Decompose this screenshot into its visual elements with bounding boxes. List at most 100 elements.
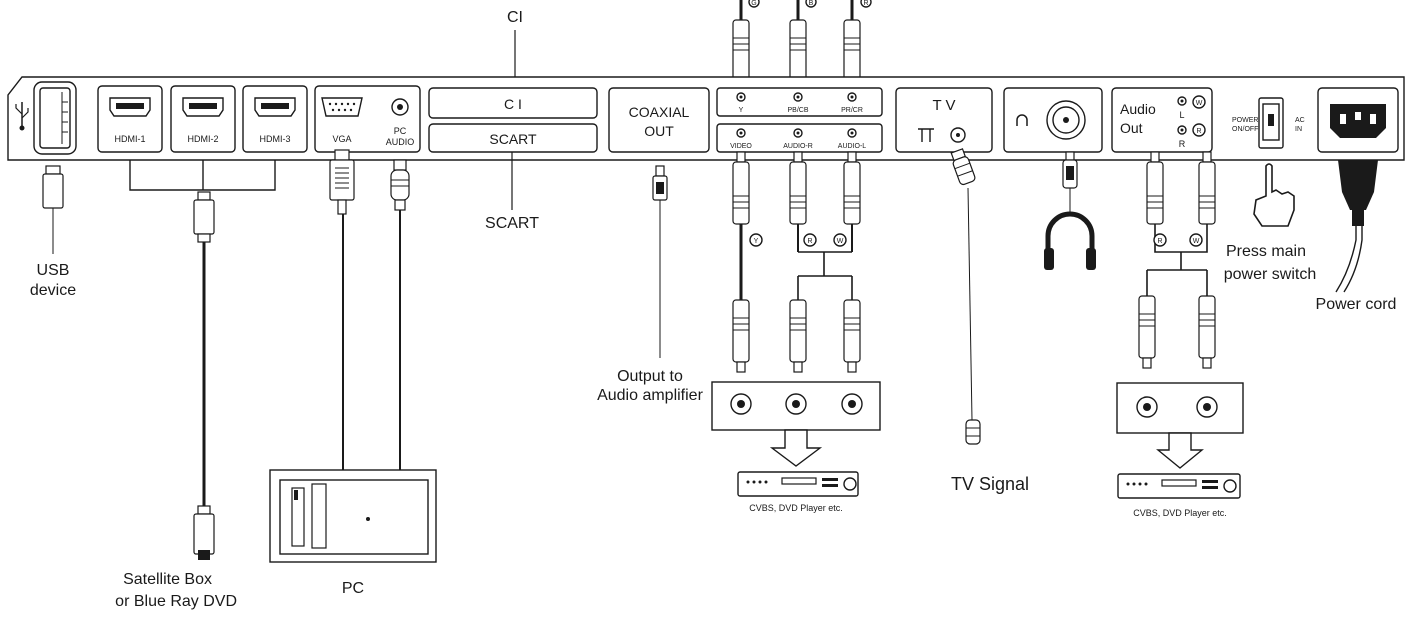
- headphone-port[interactable]: [1003, 87, 1103, 153]
- pc-label: PC: [342, 580, 364, 597]
- audio-r-label: AUDIO-R: [783, 143, 813, 150]
- audio-r-jack[interactable]: AUDIO-R: [783, 128, 813, 150]
- ac-inlet[interactable]: [1317, 87, 1399, 153]
- audio-out-label-1: Audio: [1120, 101, 1156, 117]
- press-label-2: power switch: [1224, 266, 1316, 283]
- av-source-jacks: [711, 381, 881, 467]
- av-cables: Y R W: [732, 151, 861, 373]
- video-label: VIDEO: [730, 143, 752, 150]
- marker-w-ao: W: [1189, 233, 1203, 247]
- cvbs-label-1: CVBS, DVD Player etc.: [749, 503, 843, 513]
- ac-label-2: IN: [1295, 126, 1302, 133]
- power-switch[interactable]: POWER ON/OFF AC IN: [1232, 97, 1305, 149]
- svg-text:R: R: [863, 0, 868, 7]
- vga-port[interactable]: VGA: [321, 97, 363, 144]
- hdmi-cable: [129, 160, 276, 560]
- tv-label: T V: [932, 97, 955, 114]
- av-cable-r: [789, 151, 807, 252]
- pc-audio-label-2: AUDIO: [386, 137, 415, 147]
- audio-out-cables: R W: [1138, 151, 1216, 369]
- ac-label-1: AC: [1295, 117, 1305, 124]
- usb-label-2: device: [30, 282, 76, 299]
- amp-label-2: Audio amplifier: [597, 387, 704, 404]
- usb-label-1: USB: [37, 262, 70, 279]
- component-y-jack[interactable]: Y: [736, 92, 746, 114]
- scart-label: SCART: [485, 215, 539, 232]
- component-input-panel: [716, 87, 883, 117]
- marker-y-av: Y: [749, 233, 763, 247]
- component-pb-jack[interactable]: PB/CB: [787, 92, 809, 114]
- marker-b-top: B: [805, 0, 817, 8]
- marker-r-panel: R: [1196, 128, 1201, 135]
- scart-port[interactable]: SCART: [428, 123, 598, 153]
- marker-r-top: R: [860, 0, 872, 8]
- scart-port-label: SCART: [489, 131, 537, 147]
- pc-audio-port[interactable]: PC AUDIO: [386, 98, 415, 147]
- audio-l-label: AUDIO-L: [838, 143, 867, 150]
- comp-pr-label: PR/CR: [841, 107, 863, 114]
- tv-antenna-port[interactable]: T V: [895, 87, 993, 153]
- comp-pb-label: PB/CB: [787, 107, 808, 114]
- ci-slot-label: C I: [504, 96, 522, 112]
- amp-label-1: Output to: [617, 368, 683, 385]
- av-lower-plug-l: [843, 299, 861, 373]
- vga-label: VGA: [332, 134, 351, 144]
- audio-out-l-label: L: [1179, 110, 1184, 120]
- coaxial-cable: [652, 165, 668, 358]
- av-cable-l: [843, 151, 861, 252]
- hdmi-1-port[interactable]: HDMI-1: [97, 85, 163, 153]
- marker-w-panel: W: [1196, 100, 1203, 107]
- audio-l-jack[interactable]: AUDIO-L: [838, 128, 867, 150]
- usb-port[interactable]: [33, 81, 77, 155]
- audio-out-label-2: Out: [1120, 120, 1143, 136]
- av-cable-video: [732, 151, 750, 300]
- av-lower-plug-video: [732, 299, 750, 373]
- satellite-label-1: Satellite Box: [123, 571, 212, 588]
- coaxial-out-port[interactable]: COAXIAL OUT: [608, 87, 710, 153]
- hdmi-2-label: HDMI-2: [188, 134, 219, 144]
- svg-text:W: W: [837, 238, 844, 245]
- power-label-2: ON/OFF: [1232, 126, 1258, 133]
- power-cord-label: Power cord: [1316, 296, 1397, 313]
- headphones-icon: [1044, 211, 1096, 270]
- power-cord: [1335, 160, 1378, 293]
- svg-text:G: G: [751, 0, 756, 7]
- headphone-small-icon: [1016, 114, 1028, 126]
- satellite-label-2: or Blue Ray DVD: [115, 593, 237, 610]
- component-pr-jack[interactable]: PR/CR: [841, 92, 863, 114]
- dvd-player-icon-2: [1117, 473, 1241, 499]
- audio-source-jacks: [1116, 382, 1244, 469]
- tv-signal-label: TV Signal: [951, 474, 1029, 494]
- audio-out-port[interactable]: Audio Out L R W R: [1111, 87, 1213, 153]
- marker-r-ao: R: [1153, 233, 1167, 247]
- av-lower-plug-r: [789, 299, 807, 373]
- coaxial-label-1: COAXIAL: [629, 104, 690, 120]
- hdmi-1-label: HDMI-1: [115, 134, 146, 144]
- marker-g-top: G: [748, 0, 760, 8]
- marker-w-av: W: [833, 233, 847, 247]
- svg-text:R: R: [807, 238, 812, 245]
- svg-text:R: R: [1157, 238, 1162, 245]
- hdmi-3-port[interactable]: HDMI-3: [242, 85, 308, 153]
- svg-text:Y: Y: [754, 238, 759, 245]
- antenna-cable: [950, 148, 981, 445]
- pc-device: [269, 469, 437, 563]
- marker-r-av: R: [803, 233, 817, 247]
- antenna-icon: [918, 128, 934, 142]
- usb-icon: [15, 102, 29, 131]
- audio-out-r-label: R: [1179, 139, 1186, 149]
- svg-text:B: B: [809, 0, 814, 7]
- hdmi-2-port[interactable]: HDMI-2: [170, 85, 236, 153]
- headphone-cable: [1062, 151, 1078, 212]
- ci-slot[interactable]: C I: [428, 87, 598, 119]
- video-jack[interactable]: VIDEO: [730, 128, 752, 150]
- svg-text:W: W: [1193, 238, 1200, 245]
- hdmi-3-label: HDMI-3: [260, 134, 291, 144]
- ci-top-label: CI: [507, 9, 523, 26]
- pointing-hand-icon: [1253, 163, 1295, 227]
- component-cable-y-top: [732, 0, 750, 91]
- comp-y-label: Y: [739, 107, 744, 114]
- power-label-1: POWER: [1232, 117, 1258, 124]
- pc-audio-label-1: PC: [394, 126, 407, 136]
